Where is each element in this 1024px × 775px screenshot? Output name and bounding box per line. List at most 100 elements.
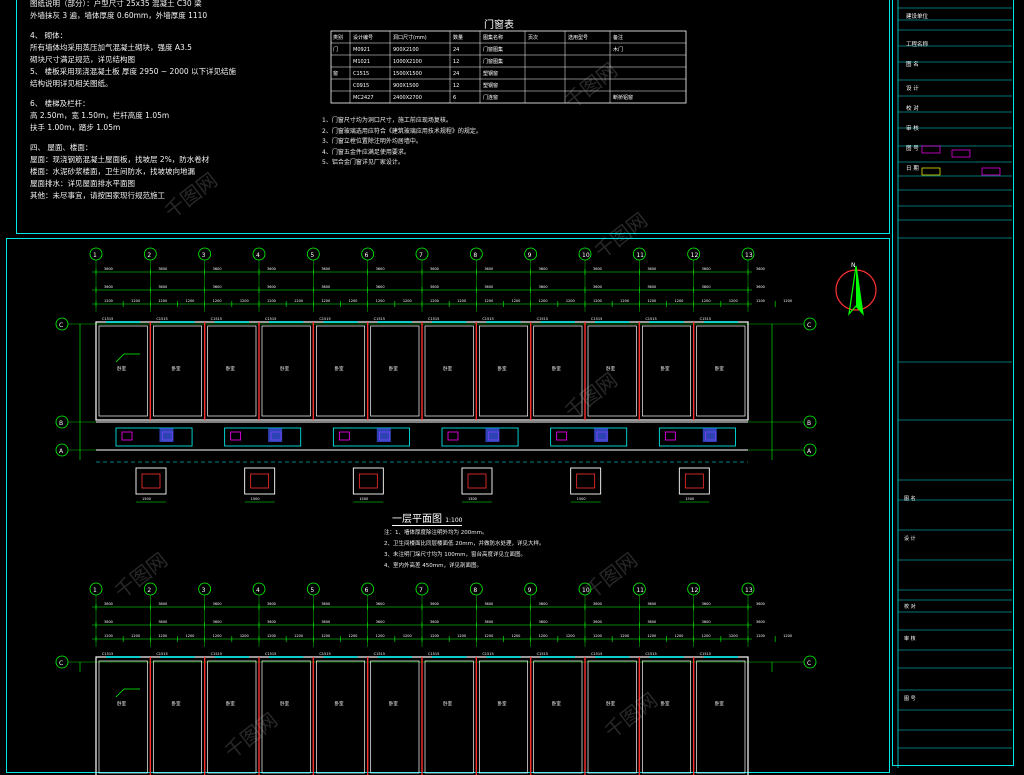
axis-label: 1 (93, 587, 97, 594)
dimension-text: 3600 (376, 285, 385, 289)
door-note-line: 5、铝合金门窗详见厂家设计。 (322, 159, 404, 166)
dimension-text: 1200 (566, 634, 575, 638)
door-table-header: 设计编号 (353, 34, 373, 41)
title-block-label: 审 核 (904, 635, 916, 642)
room-label: 卧室 (606, 365, 615, 372)
notes-line: 砌块尺寸满足规范，详见结构图 (30, 55, 135, 64)
door-table-cell: 2400X2700 (393, 95, 422, 101)
dimension-text: 3600 (213, 602, 222, 606)
dimension-text: 3600 (213, 267, 222, 271)
dimension-text: 1200 (321, 299, 330, 303)
dimension-text: 3600 (702, 620, 711, 624)
door-table-cell: 门窗图集 (483, 58, 503, 65)
dimension-text: 1200 (158, 299, 167, 303)
dimension-text: 3600 (484, 602, 493, 606)
porch (135, 467, 167, 495)
axis-label: 13 (745, 587, 753, 594)
dimension-text: 1200 (512, 299, 521, 303)
dimension-text: 1200 (593, 299, 602, 303)
porch-step (576, 473, 596, 489)
dimension-text: 1200 (294, 299, 303, 303)
door-table-header: 类别 (333, 34, 343, 41)
window-tag: C1515 (537, 652, 548, 656)
door-table-notes: 1、门窗尺寸均为洞口尺寸，施工前应现场复核。2、门窗玻璃选用应符合《建筑玻璃应用… (322, 116, 622, 169)
title-block-mark (951, 149, 971, 158)
bathroom (550, 427, 628, 447)
door-table-cell: 门连窗 (483, 94, 498, 101)
dimension-text: 3600 (539, 602, 548, 606)
room-outline (98, 325, 148, 417)
door-table-cell: 木门 (613, 46, 623, 53)
notes-line: 楼面：水泥砂浆楼面，卫生间防水，找坡坡向地漏 (30, 167, 195, 176)
plan-note-line: 3、未注明门垛尺寸均为 100mm，窗台高度详见立面图。 (384, 552, 526, 558)
fixture (338, 431, 350, 441)
room-outline (152, 660, 203, 774)
dimension-text: 1500 (685, 497, 694, 501)
dimension-text: 1200 (376, 299, 385, 303)
door-note-line: 1、门窗尺寸均为洞口尺寸，施工前应现场复核。 (322, 117, 452, 124)
axis-label: B (59, 420, 63, 427)
dimension-text: 3600 (321, 602, 330, 606)
room-outline (587, 325, 637, 417)
notes-line: 图纸说明（部分）：户型尺寸 25x35 混凝土 C30 梁 (30, 0, 202, 8)
dimension-text: 1200 (457, 634, 466, 638)
dimension-text: 3600 (321, 285, 330, 289)
dimension-text: 1200 (539, 634, 548, 638)
door-table-header: 备注 (613, 34, 623, 41)
dimension-text: 3600 (321, 620, 330, 624)
title-block-label: 图 名 (906, 60, 919, 68)
room-outline (424, 325, 474, 417)
notes-line: 高 2.50m，宽 1.50m，栏杆高度 1.05m (30, 111, 170, 120)
title-block-label: 设 计 (904, 535, 916, 542)
svg-text:N: N (851, 262, 856, 269)
dimension-text: 3600 (756, 620, 765, 624)
door-table-header: 页次 (528, 34, 538, 41)
porch-step (467, 473, 487, 489)
title-block-label: 图 名 (904, 495, 916, 502)
dimension-text: 3600 (484, 285, 493, 289)
dimension-text: 3600 (539, 285, 548, 289)
axis-label: 4 (256, 252, 260, 259)
dimension-text: 1200 (783, 299, 792, 303)
plan-title-text: 一层平面图 (392, 514, 442, 525)
dimension-text: 3600 (593, 602, 602, 606)
door-table-cell: 900X2100 (393, 47, 419, 53)
dimension-text: 1200 (267, 634, 276, 638)
dimension-text: 3600 (593, 267, 602, 271)
level-mark (115, 353, 140, 363)
room-label: 卧室 (335, 700, 344, 707)
dimension-text: 3600 (430, 267, 439, 271)
axis-label: 11 (636, 252, 644, 259)
axis-label: 2 (147, 587, 151, 594)
room-label: 卧室 (715, 700, 724, 707)
general-notes: 图纸说明（部分）：户型尺寸 25x35 混凝土 C30 梁外墙抹灰 3 遍，墙体… (30, 0, 330, 202)
window-fill (594, 428, 609, 442)
window-tag: C1515 (211, 317, 222, 321)
room-label: 卧室 (443, 365, 452, 372)
window-fill (159, 428, 174, 442)
window-fill (268, 428, 283, 442)
window-tag: C1515 (211, 652, 222, 656)
axis-label: 11 (636, 587, 644, 594)
room-outline (207, 325, 257, 417)
axis-label: 6 (365, 252, 369, 259)
bathroom (658, 427, 736, 447)
dimension-text: 3600 (104, 285, 113, 289)
title-block-label: 校 对 (906, 104, 919, 112)
window-tag: C1515 (102, 652, 113, 656)
dimension-text: 3600 (539, 620, 548, 624)
dimension-text: 1200 (240, 299, 249, 303)
window-tag: C1515 (591, 652, 602, 656)
dimension-text: 1200 (756, 634, 765, 638)
door-table-header: 图集名称 (483, 34, 503, 41)
porch (461, 467, 493, 495)
door-table-cell: MC2427 (353, 95, 374, 101)
room-label: 卧室 (226, 700, 235, 707)
plan-note-line: 4、室内外高差 450mm，详见剖面图。 (384, 563, 482, 569)
room-outline (261, 325, 311, 417)
room-label: 卧室 (226, 365, 235, 372)
fixture (230, 431, 242, 441)
window-fill (376, 428, 391, 442)
